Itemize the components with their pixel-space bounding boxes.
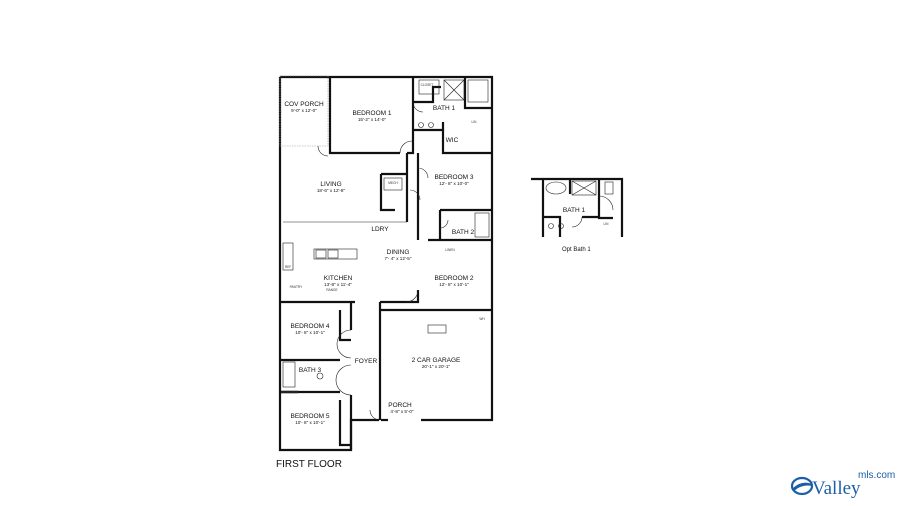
room-porch-dim: 4'-8" x 5'-0": [390, 409, 414, 414]
room-wh: WH: [479, 317, 485, 321]
interior-walls: [280, 77, 492, 450]
room-closet: CLOSET: [421, 83, 434, 87]
room-cov-porch-dim: 9'-0" x 12'-0": [291, 108, 317, 113]
room-garage-dim: 20'-1" x 20'-1": [422, 364, 451, 369]
room-kitchen-dim: 13'-8" x 11'-4": [324, 282, 352, 287]
room-range: RANGE: [326, 288, 337, 292]
room-ldry: LDRY: [371, 226, 389, 233]
room-bath-3: BATH 3: [299, 367, 322, 374]
room-lin: LIN: [472, 120, 478, 124]
room-bath-1: BATH 1: [433, 105, 456, 112]
logo-suffix: mls.com: [858, 470, 895, 481]
room-bedroom-1: BEDROOM 1: [352, 110, 391, 117]
room-dining: DINING: [387, 249, 410, 256]
room-foyer: FOYER: [355, 358, 378, 365]
logo-swoosh-icon: [790, 476, 814, 496]
fixtures: [281, 79, 490, 394]
room-linen: LINEN: [445, 248, 455, 252]
room-ref: REF: [285, 265, 291, 269]
room-bath-2: BATH 2: [452, 229, 475, 236]
opt-room-lin: LIN: [604, 222, 610, 226]
doors: [317, 101, 449, 421]
room-cov-porch: COV PORCH: [284, 101, 324, 108]
room-bedroom-3: BEDROOM 3: [434, 174, 473, 181]
logo-brand: Valley: [812, 478, 861, 499]
room-bedroom-1-dim: 15'-2" x 14'-0": [358, 117, 387, 122]
room-porch: PORCH: [388, 402, 412, 409]
room-bedroom-4-dim: 10'- 8" x 10'-1": [295, 330, 325, 335]
room-mech: MECH: [388, 181, 398, 185]
room-dining-dim: 7'- 4" x 12'-5": [385, 256, 412, 261]
room-pantry: PANTRY: [290, 285, 304, 289]
room-living-dim: 18'-6" x 12'-8": [317, 188, 346, 193]
opt-room-bath-1: BATH 1: [563, 207, 586, 214]
room-living: LIVING: [320, 181, 341, 188]
floor-title: FIRST FLOOR: [276, 459, 342, 470]
room-bedroom-2-dim: 12'- 8" x 10'-1": [439, 282, 469, 287]
opt-bath-caption: Opt Bath 1: [562, 247, 591, 253]
room-bedroom-5: BEDROOM 5: [290, 413, 329, 420]
room-wic: WIC: [446, 137, 459, 144]
room-garage: 2 CAR GARAGE: [412, 357, 461, 364]
room-kitchen: KITCHEN: [324, 275, 353, 282]
room-bedroom-4: BEDROOM 4: [290, 323, 329, 330]
valleymls-logo: Valley mls.com: [790, 464, 900, 500]
room-bedroom-5-dim: 10'- 8" x 10'-1": [295, 420, 325, 425]
room-bedroom-3-dim: 12'- 8" x 10'-0": [439, 181, 469, 186]
room-bedroom-2: BEDROOM 2: [434, 275, 473, 282]
